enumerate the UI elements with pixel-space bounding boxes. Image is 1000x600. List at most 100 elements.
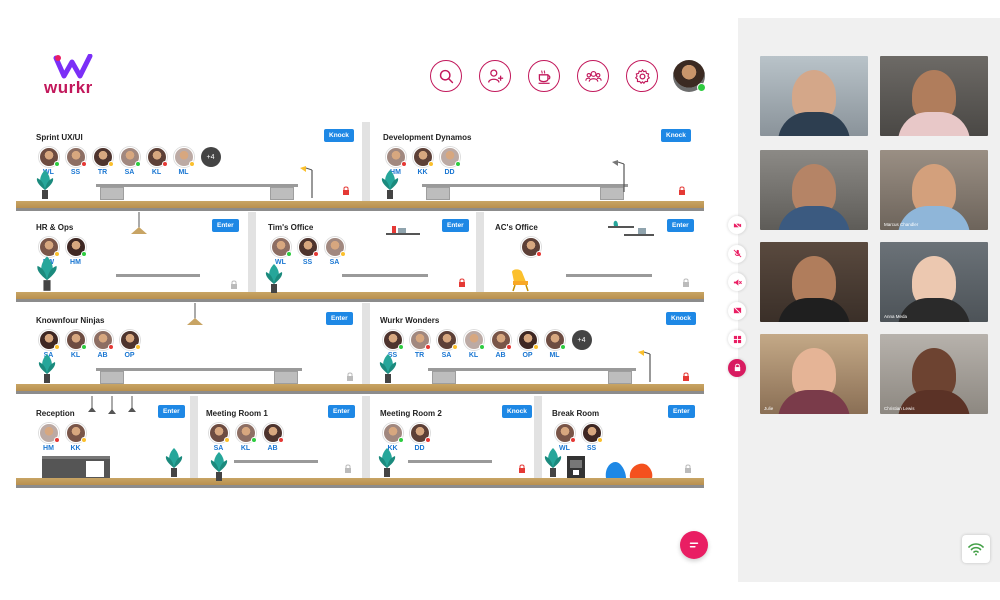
enter-button[interactable]: Enter bbox=[212, 219, 239, 232]
video-tile[interactable]: Christian Lewis bbox=[880, 334, 988, 414]
occupant[interactable]: WL bbox=[552, 423, 577, 452]
video-tile[interactable]: Marcus Chandler bbox=[880, 150, 988, 230]
wall-divider bbox=[362, 303, 370, 384]
search-button[interactable] bbox=[430, 60, 462, 92]
occupant-initials: SA bbox=[441, 352, 452, 359]
desk bbox=[96, 368, 302, 384]
occupant[interactable]: KL bbox=[461, 330, 486, 359]
occupant[interactable]: TR bbox=[90, 147, 115, 176]
occupant[interactable]: SA bbox=[117, 147, 142, 176]
occupant[interactable]: SA bbox=[206, 423, 231, 452]
grid-icon bbox=[733, 335, 741, 343]
occupant[interactable]: DD bbox=[407, 423, 432, 452]
add-user-button[interactable] bbox=[479, 60, 511, 92]
lock-icon[interactable] bbox=[678, 186, 686, 195]
enter-button[interactable]: Enter bbox=[442, 219, 469, 232]
occupant[interactable]: KK bbox=[63, 423, 88, 452]
occupant[interactable]: KL bbox=[63, 330, 88, 359]
lock-room-button[interactable] bbox=[728, 358, 746, 377]
occupant[interactable]: KK bbox=[380, 423, 405, 452]
team-button[interactable] bbox=[577, 60, 609, 92]
occupant[interactable]: AB bbox=[488, 330, 513, 359]
more-occupants[interactable]: +4 bbox=[569, 330, 594, 359]
avatar bbox=[65, 423, 87, 443]
occupant[interactable]: SA bbox=[434, 330, 459, 359]
lock-icon[interactable] bbox=[346, 372, 354, 381]
occupant[interactable]: ML bbox=[542, 330, 567, 359]
occupant[interactable]: AB bbox=[260, 423, 285, 452]
participant-name: Marcus Chandler bbox=[884, 222, 919, 227]
occupant[interactable]: KL bbox=[233, 423, 258, 452]
camera-off-button[interactable] bbox=[728, 216, 746, 234]
lock-icon[interactable] bbox=[682, 372, 690, 381]
occupant[interactable]: TR bbox=[407, 330, 432, 359]
lock-icon[interactable] bbox=[458, 278, 466, 287]
occupant[interactable]: HM bbox=[383, 147, 408, 176]
video-tile[interactable] bbox=[760, 150, 868, 230]
layout-button[interactable] bbox=[728, 330, 746, 348]
occupant[interactable]: SA bbox=[36, 330, 61, 359]
lock-icon[interactable] bbox=[342, 186, 350, 195]
occupant[interactable]: SS bbox=[380, 330, 405, 359]
occupant[interactable]: OP bbox=[117, 330, 142, 359]
occupant[interactable]: HM bbox=[36, 423, 61, 452]
knock-button[interactable]: Knock bbox=[324, 129, 354, 142]
avatar bbox=[119, 330, 141, 350]
enter-button[interactable]: Enter bbox=[668, 405, 695, 418]
more-occupants[interactable]: +4 bbox=[198, 147, 223, 176]
status-dot bbox=[451, 344, 458, 350]
occupant[interactable]: DD bbox=[437, 147, 462, 176]
mute-button[interactable] bbox=[728, 244, 746, 263]
enter-button[interactable]: Enter bbox=[667, 219, 694, 232]
occupant[interactable]: ML bbox=[171, 147, 196, 176]
connection-status[interactable] bbox=[962, 535, 990, 563]
knock-button[interactable]: Knock bbox=[661, 129, 691, 142]
lock-icon[interactable] bbox=[684, 464, 692, 473]
video-tile[interactable] bbox=[760, 56, 868, 136]
lock-icon[interactable] bbox=[344, 464, 352, 473]
occupant[interactable]: SA bbox=[322, 237, 347, 266]
plant-icon bbox=[378, 448, 396, 477]
occupant[interactable]: AB bbox=[90, 330, 115, 359]
lock-icon[interactable] bbox=[518, 464, 526, 473]
knock-button[interactable]: Knock bbox=[502, 405, 532, 418]
occupant-initials: KL bbox=[70, 352, 81, 359]
avatar bbox=[119, 147, 141, 167]
knock-button[interactable]: Knock bbox=[666, 312, 696, 325]
screen-share-button[interactable] bbox=[728, 301, 746, 320]
occupant-initials: HM bbox=[43, 445, 54, 452]
occupant[interactable]: KL bbox=[144, 147, 169, 176]
video-tile[interactable] bbox=[760, 242, 868, 322]
brand-name: wurkr bbox=[44, 78, 93, 97]
current-user-avatar[interactable] bbox=[673, 60, 706, 92]
occupant[interactable]: OP bbox=[515, 330, 540, 359]
video-tile[interactable]: Julie bbox=[760, 334, 868, 414]
occupant-initials: SA bbox=[124, 169, 135, 176]
occupant[interactable]: WL bbox=[268, 237, 293, 266]
occupant-initials: KL bbox=[468, 352, 479, 359]
coffee-icon bbox=[538, 69, 550, 84]
occupant[interactable]: KK bbox=[410, 147, 435, 176]
enter-button[interactable]: Enter bbox=[158, 405, 185, 418]
speaker-button[interactable] bbox=[728, 273, 746, 291]
enter-button[interactable]: Enter bbox=[328, 405, 355, 418]
plant-icon bbox=[165, 448, 183, 477]
enter-button[interactable]: Enter bbox=[326, 312, 353, 325]
lock-icon[interactable] bbox=[682, 278, 690, 287]
occupant[interactable] bbox=[521, 237, 542, 257]
occupant[interactable]: SS bbox=[295, 237, 320, 266]
status-dot bbox=[161, 161, 168, 167]
occupant[interactable]: SS bbox=[579, 423, 604, 452]
occupant[interactable]: HM bbox=[63, 237, 88, 266]
occupant[interactable]: WL bbox=[36, 147, 61, 176]
occupant[interactable]: SS bbox=[63, 147, 88, 176]
coffee-break-button[interactable] bbox=[528, 60, 560, 92]
lock-icon[interactable] bbox=[230, 280, 238, 289]
video-tile[interactable] bbox=[880, 56, 988, 136]
avatar bbox=[297, 237, 319, 257]
video-tile[interactable]: Anna Meda bbox=[880, 242, 988, 322]
avatar bbox=[412, 147, 434, 167]
chat-button[interactable] bbox=[680, 531, 708, 559]
settings-button[interactable] bbox=[626, 60, 658, 92]
